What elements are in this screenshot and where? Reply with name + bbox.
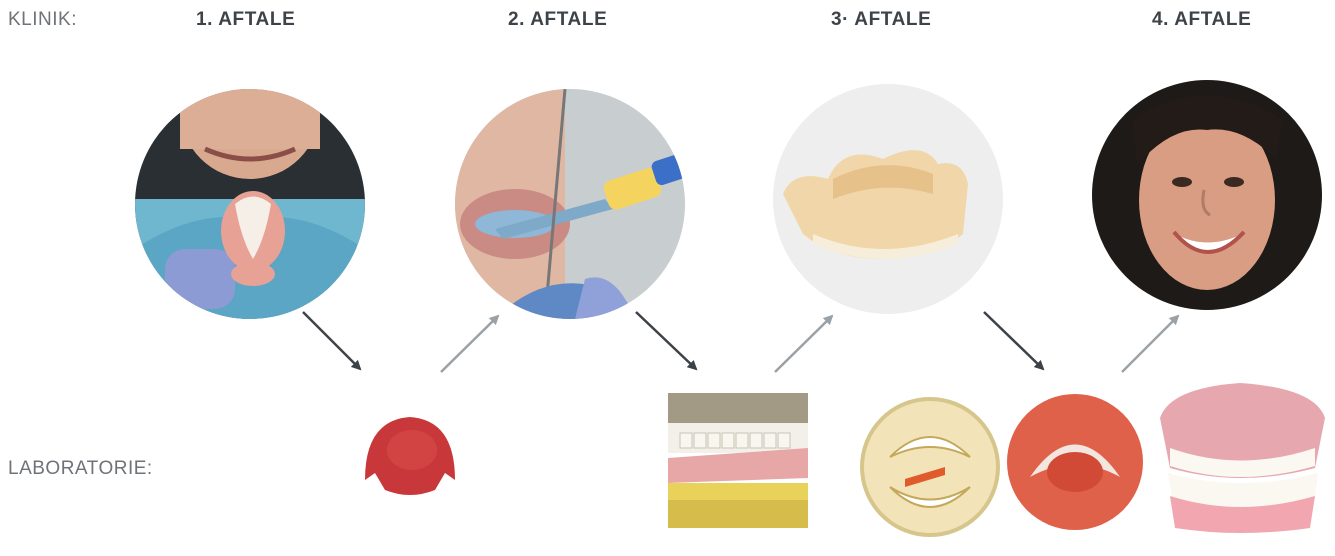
- arrow-down-2: [636, 312, 696, 369]
- arrow-up-3: [1122, 316, 1178, 372]
- arrow-down-1: [303, 312, 360, 369]
- arrow-up-1: [441, 316, 498, 372]
- arrow-up-2: [775, 316, 832, 372]
- arrow-down-3: [984, 312, 1043, 369]
